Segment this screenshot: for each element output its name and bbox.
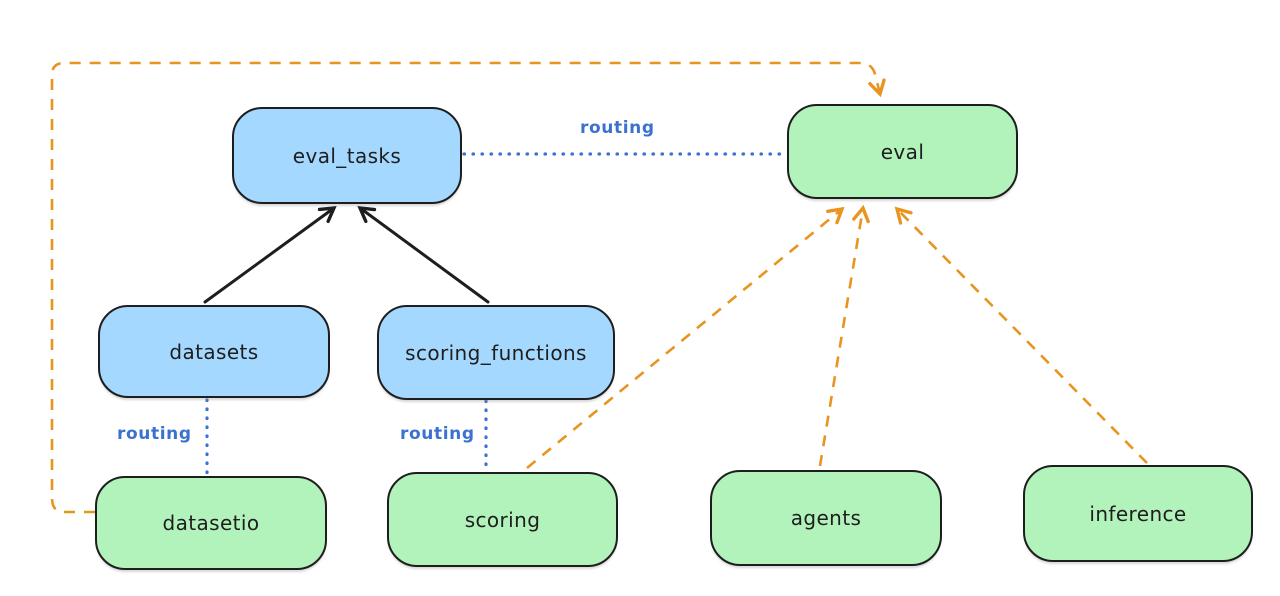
node-datasets-label: datasets: [169, 339, 259, 364]
edge-scoring-to-eval: [526, 206, 845, 470]
routing-label-top: routing: [580, 118, 655, 138]
node-agents-label: agents: [790, 506, 862, 530]
node-eval-tasks-label: eval_tasks: [292, 143, 402, 168]
node-scoring-functions-label: scoring_functions: [405, 340, 587, 365]
node-agents: agents: [710, 470, 942, 566]
edge-inference-to-eval: [894, 206, 1148, 464]
node-eval-tasks: eval_tasks: [232, 107, 462, 204]
edge-datasetio-to-eval: [50, 61, 886, 514]
node-inference: inference: [1023, 465, 1253, 562]
routing-label-scoring: routing: [400, 424, 475, 444]
edge-agents-to-eval: [818, 204, 870, 467]
node-scoring-label: scoring: [464, 507, 541, 532]
node-scoring: scoring: [387, 472, 618, 567]
node-datasetio: datasetio: [95, 476, 327, 570]
node-datasets: datasets: [98, 305, 330, 398]
node-eval-label: eval: [880, 139, 925, 164]
routing-label-datasetio: routing: [117, 424, 192, 444]
node-scoring-functions: scoring_functions: [377, 305, 615, 400]
edge-datasets-to-eval-tasks: [203, 206, 337, 304]
node-eval: eval: [787, 104, 1018, 199]
edge-scoring-functions-to-eval-tasks: [357, 206, 490, 304]
node-inference-label: inference: [1089, 501, 1187, 526]
node-datasetio-label: datasetio: [162, 511, 260, 535]
